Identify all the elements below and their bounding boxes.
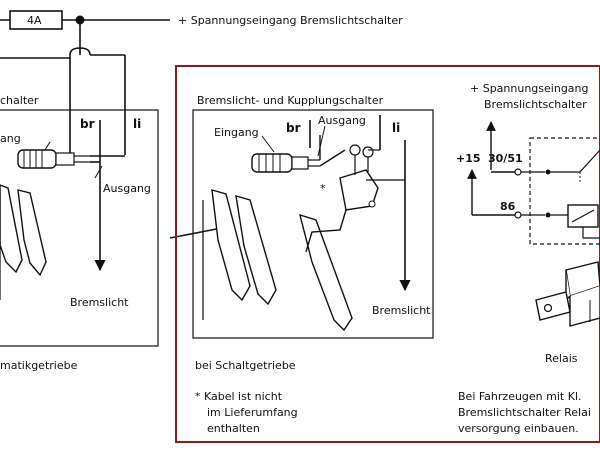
center-title: Bremslicht- und Kupplungschalter: [197, 94, 384, 107]
center-bremslicht-label: Bremslicht: [372, 304, 431, 317]
left-brake-switch: [17, 149, 90, 169]
relay-box: [529, 137, 600, 245]
right-text-line2: Bremslichtschalter Relai: [458, 406, 591, 419]
left-caption: matikgetriebe: [0, 359, 78, 372]
left-switch-label: chalter: [0, 94, 39, 107]
center-wire-br: br: [286, 121, 301, 135]
center-pedal-1: [211, 189, 251, 302]
left-wire-br: br: [80, 117, 95, 131]
left-eingang-label: ang: [0, 132, 21, 145]
supply-label-top: + Spannungseingang Bremslichtschalter: [178, 14, 403, 27]
right-text-line3: versorgung einbauen.: [458, 422, 579, 435]
left-bremslicht-label: Bremslicht: [70, 296, 129, 309]
pin-30-51-label: 30/51: [488, 152, 523, 165]
left-ausgang-label: Ausgang: [103, 182, 151, 195]
relay-schematic: [467, 121, 600, 245]
top-supply-line: [0, 10, 170, 160]
relay-label: Relais: [545, 352, 578, 365]
terminal-86: [514, 211, 522, 219]
fuse-box: [9, 10, 63, 30]
left-pedal-2: [17, 189, 47, 277]
left-wire-li: li: [133, 117, 141, 131]
center-note-line1: * Kabel ist nicht: [195, 390, 283, 403]
center-asterisk: *: [320, 182, 326, 195]
terminal-30-51: [514, 168, 522, 176]
center-eingang-label: Eingang: [214, 126, 259, 139]
center-wire-li: li: [392, 121, 400, 135]
terminal-15-label: +15: [456, 152, 481, 165]
center-pedal-2: [235, 195, 277, 306]
fuse-rating: 4A: [27, 14, 42, 27]
center-note-line3: enthalten: [207, 422, 260, 435]
center-brake-switch: [251, 153, 320, 173]
manual-frame: [175, 65, 600, 443]
right-supply-line2: Bremslichtschalter: [484, 98, 587, 111]
center-ausgang-label: Ausgang: [318, 114, 366, 127]
center-caption: bei Schaltgetriebe: [195, 359, 296, 372]
center-panel: [192, 109, 434, 339]
right-text-line1: Bei Fahrzeugen mit Kl.: [458, 390, 582, 403]
relay-drawing: [535, 261, 600, 327]
right-supply-line1: + Spannungseingang: [470, 82, 589, 95]
left-pedal-1: [0, 184, 23, 274]
left-panel: [0, 109, 159, 347]
pin-86-label: 86: [500, 200, 516, 213]
center-pedal-3: [299, 213, 353, 332]
center-note-line2: im Lieferumfang: [207, 406, 298, 419]
